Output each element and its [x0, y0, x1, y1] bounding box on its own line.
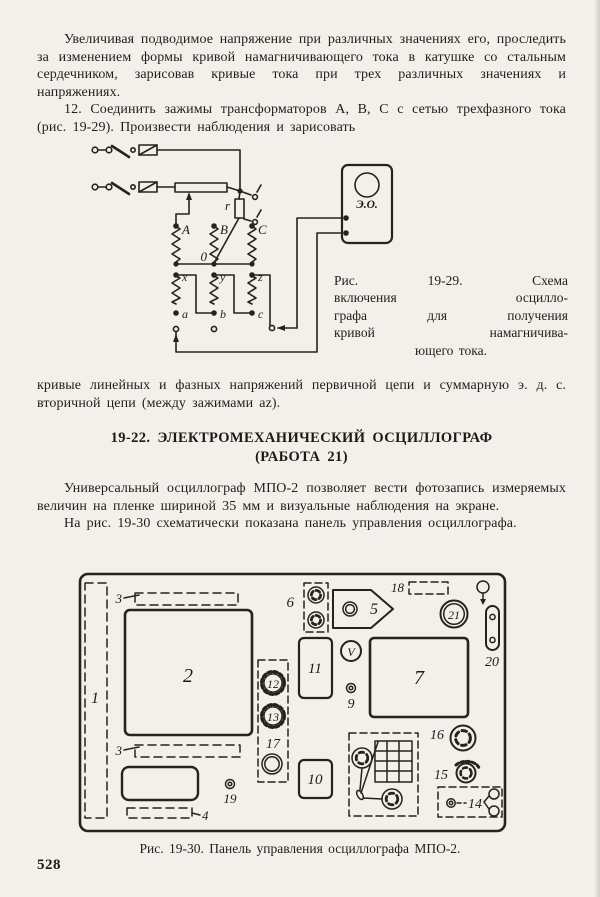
svg-text:А: А: [181, 222, 190, 237]
element-6-screws: 6: [287, 582, 329, 633]
section-heading: 19-22. ЭЛЕКТРОМЕХАНИЧЕСКИЙ ОСЦИЛЛОГРАФ (…: [37, 429, 566, 467]
section-heading-line1: 19-22. ЭЛЕКТРОМЕХАНИЧЕСКИЙ ОСЦИЛЛОГРАФ: [110, 430, 493, 446]
svg-text:В: В: [220, 222, 228, 237]
svg-text:2: 2: [183, 665, 193, 687]
svg-text:20: 20: [485, 655, 499, 670]
secondary-windings: x y z a b c: [171, 270, 276, 333]
page-number: 528: [37, 857, 61, 873]
mpo2-paragraphs: Универсальный осциллограф МПО-2 позволяе…: [37, 480, 566, 533]
svg-text:17: 17: [266, 737, 281, 752]
knob-13: 13: [259, 702, 286, 729]
primary-windings: А В С 0: [171, 222, 267, 267]
rheostat: [174, 182, 228, 193]
element-15-knob: 15: [434, 759, 481, 784]
svg-text:y: y: [219, 270, 226, 284]
circuit-diagram-19-29: r А В С 0 x: [91, 144, 394, 353]
svg-text:Э.О.: Э.О.: [356, 199, 378, 211]
svg-text:V: V: [347, 645, 356, 659]
svg-text:a: a: [182, 307, 188, 321]
element-19-jack: 19: [224, 778, 238, 806]
svg-text:14: 14: [468, 797, 482, 812]
svg-text:С: С: [258, 222, 267, 237]
svg-text:10: 10: [308, 772, 324, 788]
svg-text:z: z: [257, 270, 263, 284]
element-plate: [120, 765, 200, 802]
svg-text:15: 15: [434, 768, 448, 783]
svg-text:3: 3: [115, 743, 123, 758]
svg-text:21: 21: [448, 608, 460, 622]
svg-text:13: 13: [267, 710, 279, 724]
svg-text:9: 9: [348, 697, 355, 712]
oscilloscope-screen: [354, 172, 380, 198]
paragraph-increase-voltage: Увеличивая подводимое напряжение при раз…: [37, 32, 566, 100]
element-16-knob: 16: [430, 724, 477, 752]
knob-17: [261, 753, 283, 775]
svg-text:b: b: [220, 307, 226, 321]
oscilloscope: Э.О.: [340, 163, 394, 245]
element-20-bracket: 20: [485, 605, 500, 670]
section-heading-line2: (РАБОТА 21): [255, 449, 348, 465]
svg-text:12: 12: [267, 677, 279, 691]
figure-19-30-caption: Рис. 19-30. Панель управления осциллогра…: [139, 841, 461, 856]
element-5-pentagon: 5: [332, 589, 394, 629]
svg-text:11: 11: [308, 661, 322, 677]
oscilloscope-wiring: [173, 217, 343, 353]
svg-text:0: 0: [201, 249, 208, 264]
element-9-jack: 9: [345, 682, 357, 712]
element-1-dashed-column: 1: [84, 582, 108, 819]
panel-border: [78, 572, 507, 833]
element-21-lamp: 21: [439, 599, 469, 629]
svg-text:6: 6: [287, 595, 295, 611]
svg-text:19: 19: [224, 791, 238, 806]
svg-text:x: x: [181, 270, 188, 284]
element-v-voltmeter: V: [340, 640, 362, 662]
svg-text:c: c: [258, 307, 264, 321]
element-3-top-strip: 3: [115, 591, 239, 606]
element-10: 10: [297, 758, 334, 800]
element-14-toggle-group: 14: [437, 786, 503, 818]
intro-paragraphs: Увеличивая подводимое напряжение при раз…: [37, 31, 566, 137]
svg-text:16: 16: [430, 728, 444, 743]
element-2-screen: 2: [123, 608, 254, 737]
element-3-bottom-strip: 3: [115, 743, 241, 758]
panel-diagram-19-30: 1 3 2 3 4 19: [78, 572, 507, 833]
svg-text:r: r: [225, 198, 231, 213]
svg-text:3: 3: [115, 591, 123, 606]
svg-text:4: 4: [202, 808, 209, 823]
element-4-strip: 4: [126, 807, 209, 823]
knob-12: 12: [259, 669, 286, 696]
rheostat-slider-arrow: [175, 192, 192, 227]
paragraph-item-12: 12. Соединить зажимы трансформаторов А, …: [37, 102, 566, 135]
supply-line-bottom: [91, 181, 262, 201]
svg-text:18: 18: [391, 580, 405, 595]
resistor-r: r: [213, 190, 262, 264]
paragraph-mpo2: Универсальный осциллограф МПО-2 позволяе…: [37, 481, 566, 514]
svg-text:1: 1: [91, 690, 99, 707]
continuation-paragraph: кривые линейных и фазных напряжений перв…: [37, 378, 566, 411]
svg-text:5: 5: [370, 601, 378, 618]
pin-symbol-icon: [476, 580, 490, 605]
paragraph-fig-reference: На рис. 19-30 схематически показана пане…: [64, 516, 517, 532]
element-12-13-17-group: 12 13 17: [257, 659, 289, 783]
element-18-strip: 18: [391, 580, 449, 595]
svg-text:7: 7: [414, 667, 425, 689]
graticule-group: [348, 732, 419, 817]
supply-line-top: [91, 144, 241, 192]
element-11: 11: [297, 636, 334, 700]
element-7-window: 7: [368, 636, 470, 719]
figure-19-29-caption: Рис. 19-29. Схема включения осцилло- гра…: [334, 273, 568, 358]
